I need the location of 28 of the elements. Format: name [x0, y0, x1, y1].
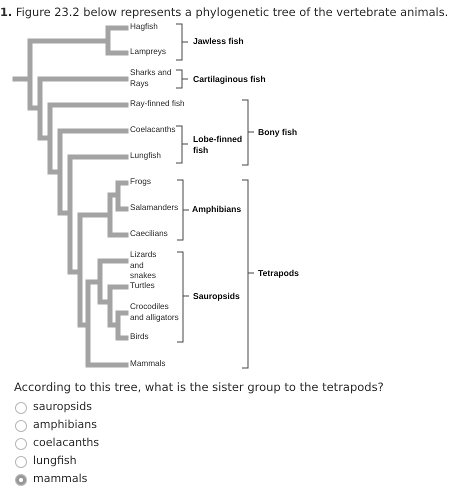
taxon-label: Frogs [130, 177, 151, 188]
taxon-label: Lizards and snakes [130, 250, 158, 282]
clade-label: Amphibians [192, 204, 242, 214]
clade-label: Bony fish [258, 127, 298, 138]
taxon-label: Salamanders [130, 203, 178, 214]
taxon-label: Hagfish [130, 22, 158, 32]
question-text: According to this tree, what is the sister group to the tetrapods? [14, 380, 384, 394]
taxon-label: Lungfish [130, 151, 161, 162]
taxon-label: Birds [130, 332, 149, 342]
answer-option: coelacanths [33, 436, 100, 449]
taxon-label: Turtles [130, 281, 155, 292]
taxon-label: Lampreys [130, 47, 166, 58]
answer-option: sauropsids [33, 400, 92, 413]
answer-option: amphibians [33, 418, 97, 431]
clade-label: Lobe-finned fish [193, 134, 244, 155]
clade-label: Sauropsids [193, 291, 240, 302]
answer-option: mammals [33, 472, 88, 485]
answer-option: lungfish [33, 454, 77, 467]
taxon-label: Crocodiles and alligators [130, 302, 180, 323]
taxon-label: Mammals [130, 359, 166, 370]
taxon-label: Sharks and Rays [130, 68, 172, 89]
clade-label: Cartilaginous fish [193, 74, 266, 84]
taxon-label: Coelacanths [130, 125, 176, 136]
taxon-label: Ray-finned fish [130, 99, 185, 110]
clade-label: Tetrapods [258, 268, 299, 278]
clade-label: Jawless fish [193, 36, 244, 46]
title-text: 1. Figure 23.2 below represents a phylogenetic tree of the vertebrate animals. [0, 5, 448, 19]
taxon-label: Caecilians [130, 229, 168, 240]
